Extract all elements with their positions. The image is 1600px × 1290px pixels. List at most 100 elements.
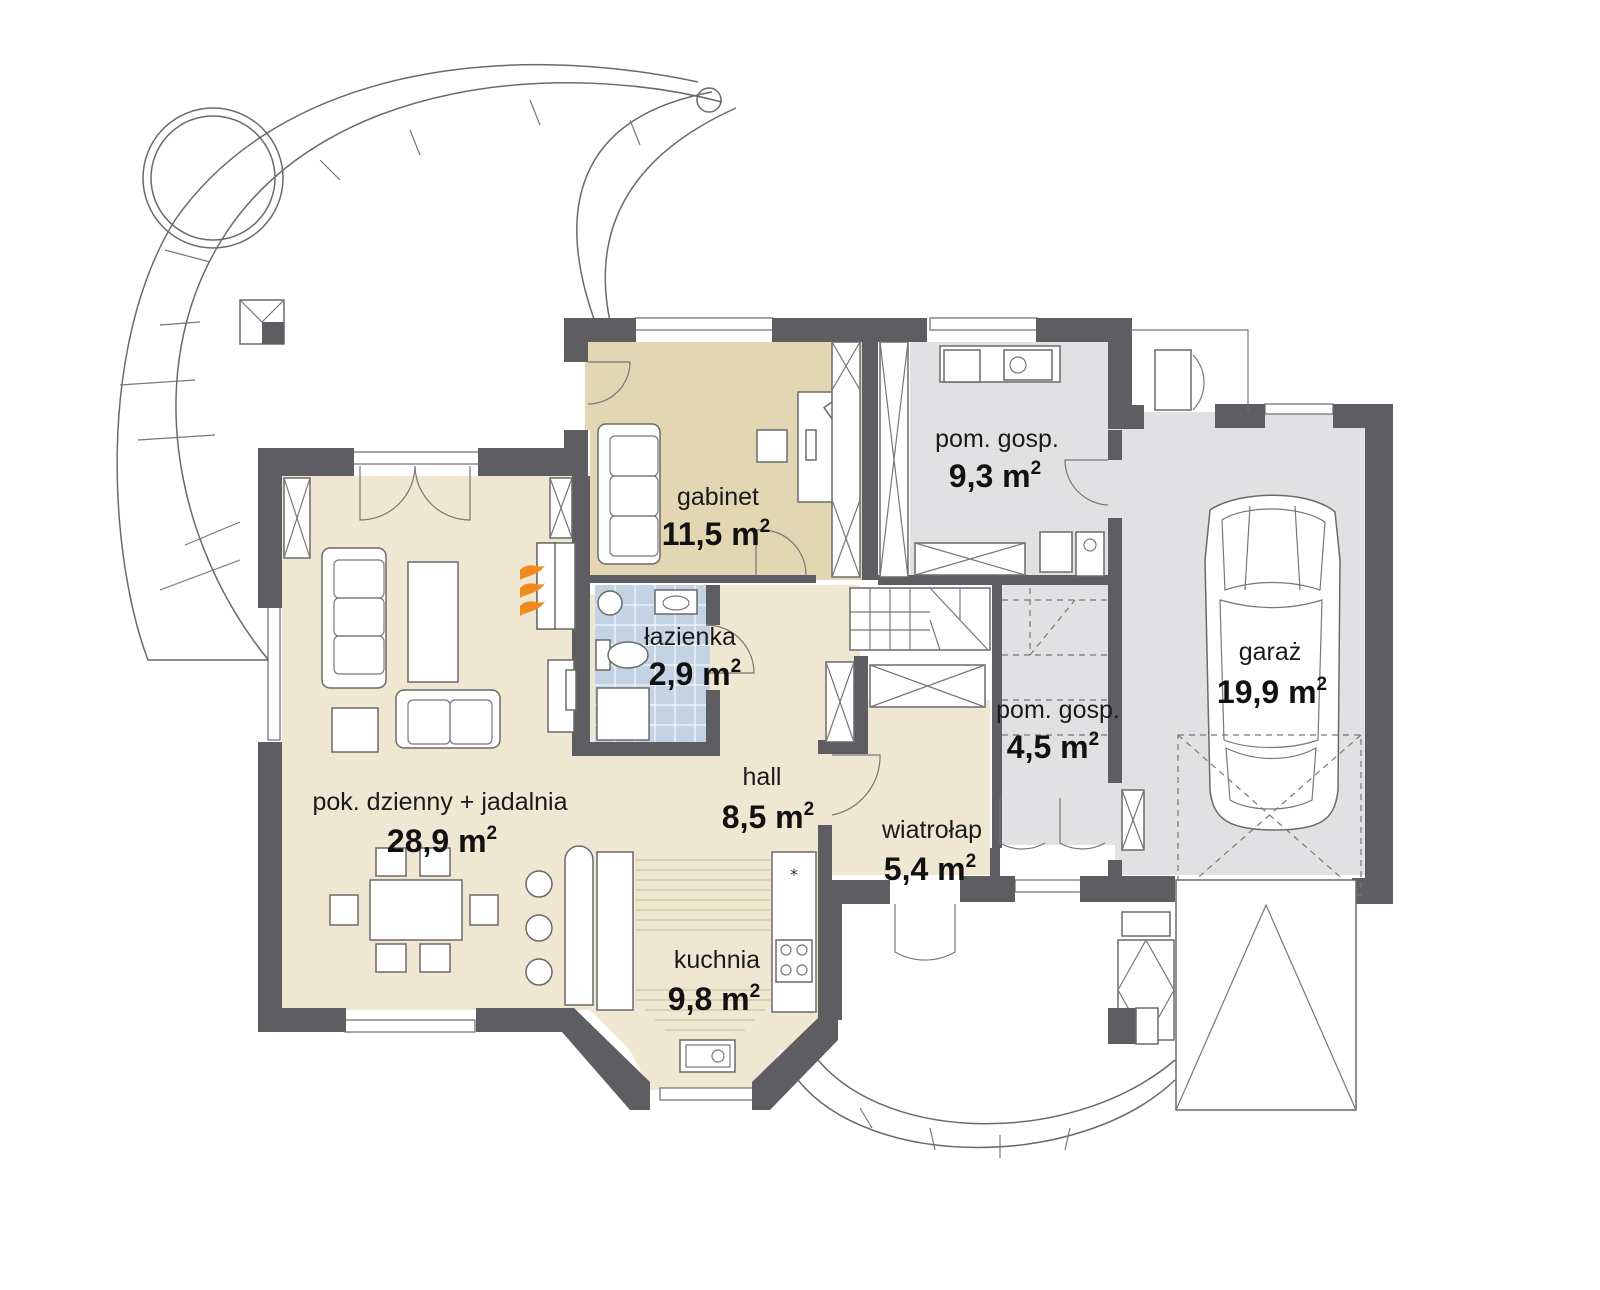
svg-text:*: * — [790, 865, 798, 884]
shower-icon — [596, 687, 650, 741]
label-pom-gosp-2: pom. gosp. 4,5 m2 — [996, 696, 1120, 765]
utility1-furniture — [879, 329, 1249, 578]
svg-text:5,4 m2: 5,4 m2 — [884, 851, 976, 887]
svg-text:28,9 m2: 28,9 m2 — [387, 823, 497, 859]
label-kuchnia: kuchnia 9,8 m2 — [668, 946, 760, 1017]
window-study — [634, 317, 774, 331]
room-sup-pom-gosp-2: 2 — [1089, 729, 1100, 750]
living-furniture — [283, 465, 577, 986]
room-area-wiatrolap: 5,4 — [884, 851, 929, 887]
room-area-gabinet: 11,5 — [662, 516, 723, 552]
kitchen-furniture: * — [564, 845, 817, 1073]
toilet-icon — [595, 639, 649, 671]
room-name-wiatrolap: wiatrołap — [881, 816, 982, 844]
bathroom-furniture — [595, 589, 755, 741]
room-unit-pom-gosp-1: m — [1002, 458, 1030, 494]
room-area-garaz: 19,9 — [1217, 674, 1279, 710]
boiler — [1039, 531, 1073, 573]
window-kitchen-bay — [659, 1087, 756, 1101]
garage — [1175, 494, 1362, 1111]
room-unit-lazienka: m — [702, 656, 730, 692]
window-utility — [929, 317, 1039, 331]
room-sup-pom-gosp-1: 2 — [1031, 458, 1042, 479]
room-sup-wiatrolap: 2 — [966, 851, 977, 872]
window-living-top — [351, 451, 480, 465]
kitchen-floor-lines — [636, 859, 770, 1031]
room-unit-gabinet: m — [731, 516, 759, 552]
window-vestibule — [1014, 879, 1086, 893]
room-sup-kuchnia: 2 — [750, 981, 761, 1002]
dining-set — [329, 847, 499, 973]
room-area-hall: 8,5 — [722, 799, 766, 835]
room-unit-hall: m — [775, 799, 803, 835]
kitchen-counter — [564, 845, 594, 1006]
bar-stool — [525, 870, 553, 898]
svg-text:2,9 m2: 2,9 m2 — [649, 656, 741, 692]
room-unit-garaz: m — [1288, 674, 1316, 710]
room-sup-gabinet: 2 — [760, 516, 771, 537]
room-unit-pom-gosp-2: m — [1060, 729, 1088, 765]
room-name-garaz: garaż — [1239, 638, 1302, 666]
room-name-lazienka: łazienka — [644, 623, 736, 651]
window-garage — [1264, 403, 1334, 415]
sink-icon — [1003, 349, 1053, 381]
walls — [258, 318, 1393, 1110]
armchair-pair — [395, 689, 501, 749]
room-name-kuchnia: kuchnia — [674, 946, 760, 974]
sink-icon — [679, 1039, 736, 1073]
svg-text:9,3 m2: 9,3 m2 — [949, 458, 1041, 494]
label-garaz: garaż 19,9 m2 — [1217, 638, 1327, 710]
room-area-lazienka: 2,9 — [649, 656, 693, 692]
room-name-hall: hall — [743, 763, 782, 791]
room-area-living: 28,9 — [387, 823, 449, 859]
washing-machine — [943, 349, 981, 383]
pouf — [331, 707, 379, 753]
label-wiatrolap: wiatrołap 5,4 m2 — [881, 816, 982, 887]
room-area-kuchnia: 9,8 — [668, 981, 712, 1017]
bar-stool — [525, 914, 553, 942]
room-unit-living: m — [458, 823, 486, 859]
label-living: pok. dzienny + jadalnia 28,9 m2 — [312, 788, 567, 859]
room-name-gabinet: gabinet — [677, 483, 759, 511]
room-sup-garaz: 2 — [1317, 674, 1328, 695]
fireplace-icon — [520, 542, 576, 630]
room-sup-lazienka: 2 — [731, 656, 742, 677]
doors — [797, 754, 1176, 1158]
stairs-icon — [825, 587, 1108, 743]
svg-text:9,8 m2: 9,8 m2 — [668, 981, 760, 1017]
bar-stool — [525, 958, 553, 986]
car-icon — [1204, 494, 1341, 831]
room-area-pom-gosp-1: 9,3 — [949, 458, 993, 494]
svg-text:8,5 m2: 8,5 m2 — [722, 799, 814, 835]
sofa-icon — [321, 547, 387, 689]
svg-text:4,5 m2: 4,5 m2 — [1007, 729, 1099, 765]
armchair — [756, 429, 788, 463]
room-name-living: pok. dzienny + jadalnia — [312, 788, 567, 816]
label-pom-gosp-1: pom. gosp. 9,3 m2 — [935, 425, 1059, 494]
vestibule-floor — [830, 700, 990, 875]
room-sup-hall: 2 — [804, 799, 815, 820]
svg-text:11,5 m2: 11,5 m2 — [662, 516, 770, 552]
label-hall: hall 8,5 m2 — [722, 763, 814, 835]
room-name-pom-gosp-1: pom. gosp. — [935, 425, 1059, 453]
room-name-pom-gosp-2: pom. gosp. — [996, 696, 1120, 724]
label-lazienka: łazienka 2,9 m2 — [644, 623, 741, 692]
room-area-pom-gosp-2: 4,5 — [1007, 729, 1051, 765]
door-icon — [587, 361, 631, 405]
label-gabinet: gabinet 11,5 m2 — [662, 483, 770, 552]
stove-icon — [775, 939, 813, 983]
window-living-bottom — [344, 1019, 476, 1033]
window-living-left — [267, 604, 281, 741]
room-sup-living: 2 — [487, 823, 498, 844]
washing-machine-bath — [597, 590, 623, 616]
sofa-icon — [597, 423, 661, 565]
room-unit-kuchnia: m — [721, 981, 749, 1017]
wardrobe-study — [831, 341, 861, 578]
coffee-table — [407, 561, 459, 683]
room-unit-wiatrolap: m — [937, 851, 965, 887]
svg-text:19,9 m2: 19,9 m2 — [1217, 674, 1327, 710]
room-labels: gabinet 11,5 m2 pom. gosp. 9,3 m2 łazien… — [312, 425, 1327, 1017]
study-furniture — [587, 341, 861, 578]
terrace — [116, 63, 737, 663]
